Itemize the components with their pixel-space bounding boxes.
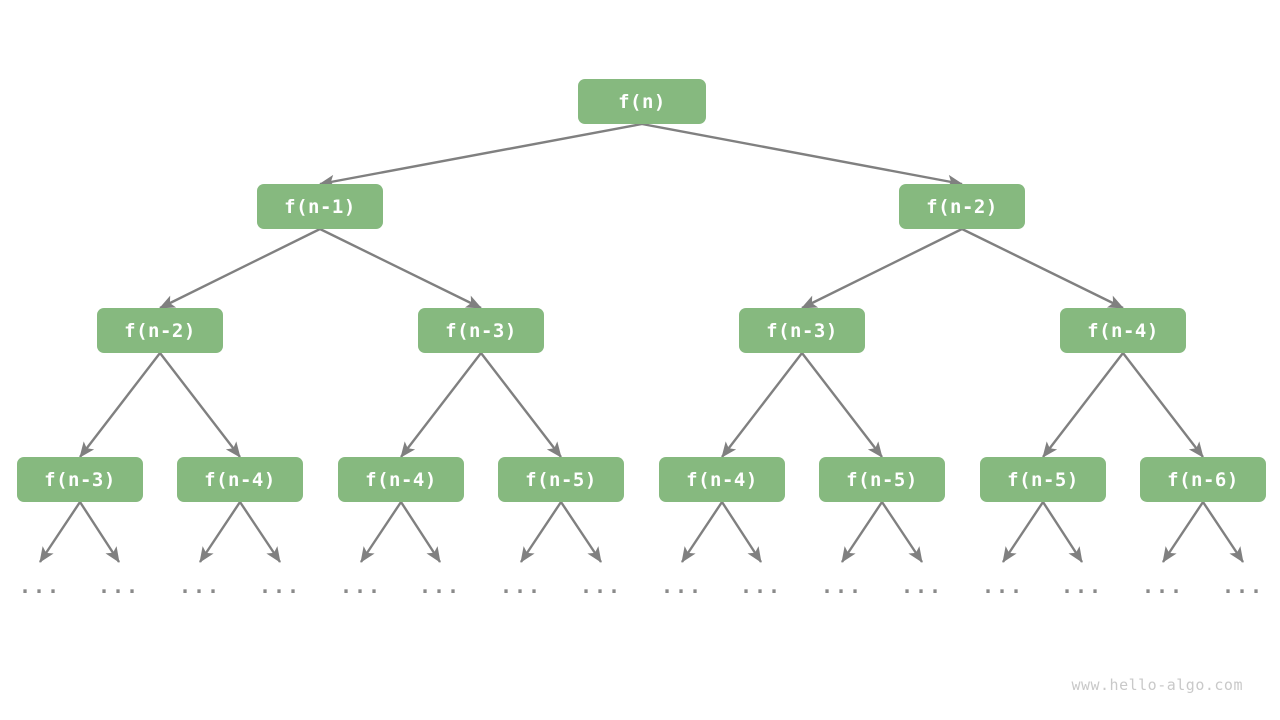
edge-n4-to-n10 <box>480 352 562 458</box>
tree-node-n13: f(n-5) <box>980 457 1106 502</box>
leaf-edge-14 <box>1162 501 1204 563</box>
leaf-edge-10 <box>841 501 883 563</box>
tree-node-n8: f(n-4) <box>177 457 303 502</box>
tree-node-n14: f(n-6) <box>1140 457 1266 502</box>
tree-node-n4: f(n-3) <box>418 308 544 353</box>
ellipsis-0: ... <box>18 574 62 598</box>
leaf-edge-4 <box>360 501 402 563</box>
edge-n0-to-n1 <box>319 122 643 188</box>
ellipsis-14: ... <box>1141 574 1185 598</box>
ellipsis-9: ... <box>739 574 783 598</box>
leaf-edge-9 <box>720 501 763 563</box>
ellipsis-7: ... <box>579 574 623 598</box>
ellipsis-4: ... <box>339 574 383 598</box>
edge-n5-to-n12 <box>801 352 883 458</box>
edge-n0-to-n2 <box>641 122 963 188</box>
edge-n6-to-n13 <box>1042 352 1124 458</box>
leaf-edge-15 <box>1202 501 1244 563</box>
edge-n1-to-n3 <box>159 227 321 310</box>
ellipsis-15: ... <box>1221 574 1265 598</box>
ellipsis-2: ... <box>178 574 222 598</box>
tree-node-n12: f(n-5) <box>819 457 945 502</box>
ellipsis-5: ... <box>418 574 462 598</box>
tree-node-n6: f(n-4) <box>1060 308 1186 353</box>
tree-node-n7: f(n-3) <box>17 457 143 502</box>
ellipsis-13: ... <box>1060 574 1104 598</box>
leaf-edge-8 <box>681 501 723 563</box>
leaf-edge-6 <box>520 501 562 563</box>
leaf-edge-3 <box>239 501 281 563</box>
edge-n1-to-n4 <box>319 227 482 310</box>
ellipsis-3: ... <box>258 574 302 598</box>
tree-node-n10: f(n-5) <box>498 457 624 502</box>
edge-n3-to-n7 <box>79 352 161 458</box>
tree-node-n2: f(n-2) <box>899 184 1025 229</box>
leaf-edge-2 <box>199 501 241 563</box>
edge-n4-to-n9 <box>400 352 482 458</box>
watermark: www.hello-algo.com <box>1071 676 1243 694</box>
leaf-edge-13 <box>1041 501 1084 563</box>
ellipsis-8: ... <box>660 574 704 598</box>
leaf-edge-11 <box>881 501 923 563</box>
leaf-edge-0 <box>39 501 81 563</box>
edge-n2-to-n6 <box>961 227 1124 310</box>
leaf-edge-7 <box>560 501 602 563</box>
tree-node-n11: f(n-4) <box>659 457 785 502</box>
leaf-edge-12 <box>1002 501 1044 563</box>
tree-node-n1: f(n-1) <box>257 184 383 229</box>
tree-node-n5: f(n-3) <box>739 308 865 353</box>
ellipsis-12: ... <box>981 574 1025 598</box>
edge-n3-to-n8 <box>159 352 241 458</box>
edge-n5-to-n11 <box>721 352 803 458</box>
tree-node-n0: f(n) <box>578 79 706 124</box>
tree-node-n3: f(n-2) <box>97 308 223 353</box>
leaf-edge-5 <box>399 501 442 563</box>
ellipsis-1: ... <box>97 574 141 598</box>
edge-n2-to-n5 <box>801 227 963 310</box>
ellipsis-11: ... <box>900 574 944 598</box>
tree-node-n9: f(n-4) <box>338 457 464 502</box>
ellipsis-10: ... <box>820 574 864 598</box>
ellipsis-6: ... <box>499 574 543 598</box>
edge-n6-to-n14 <box>1122 352 1204 458</box>
leaf-edge-1 <box>78 501 121 563</box>
